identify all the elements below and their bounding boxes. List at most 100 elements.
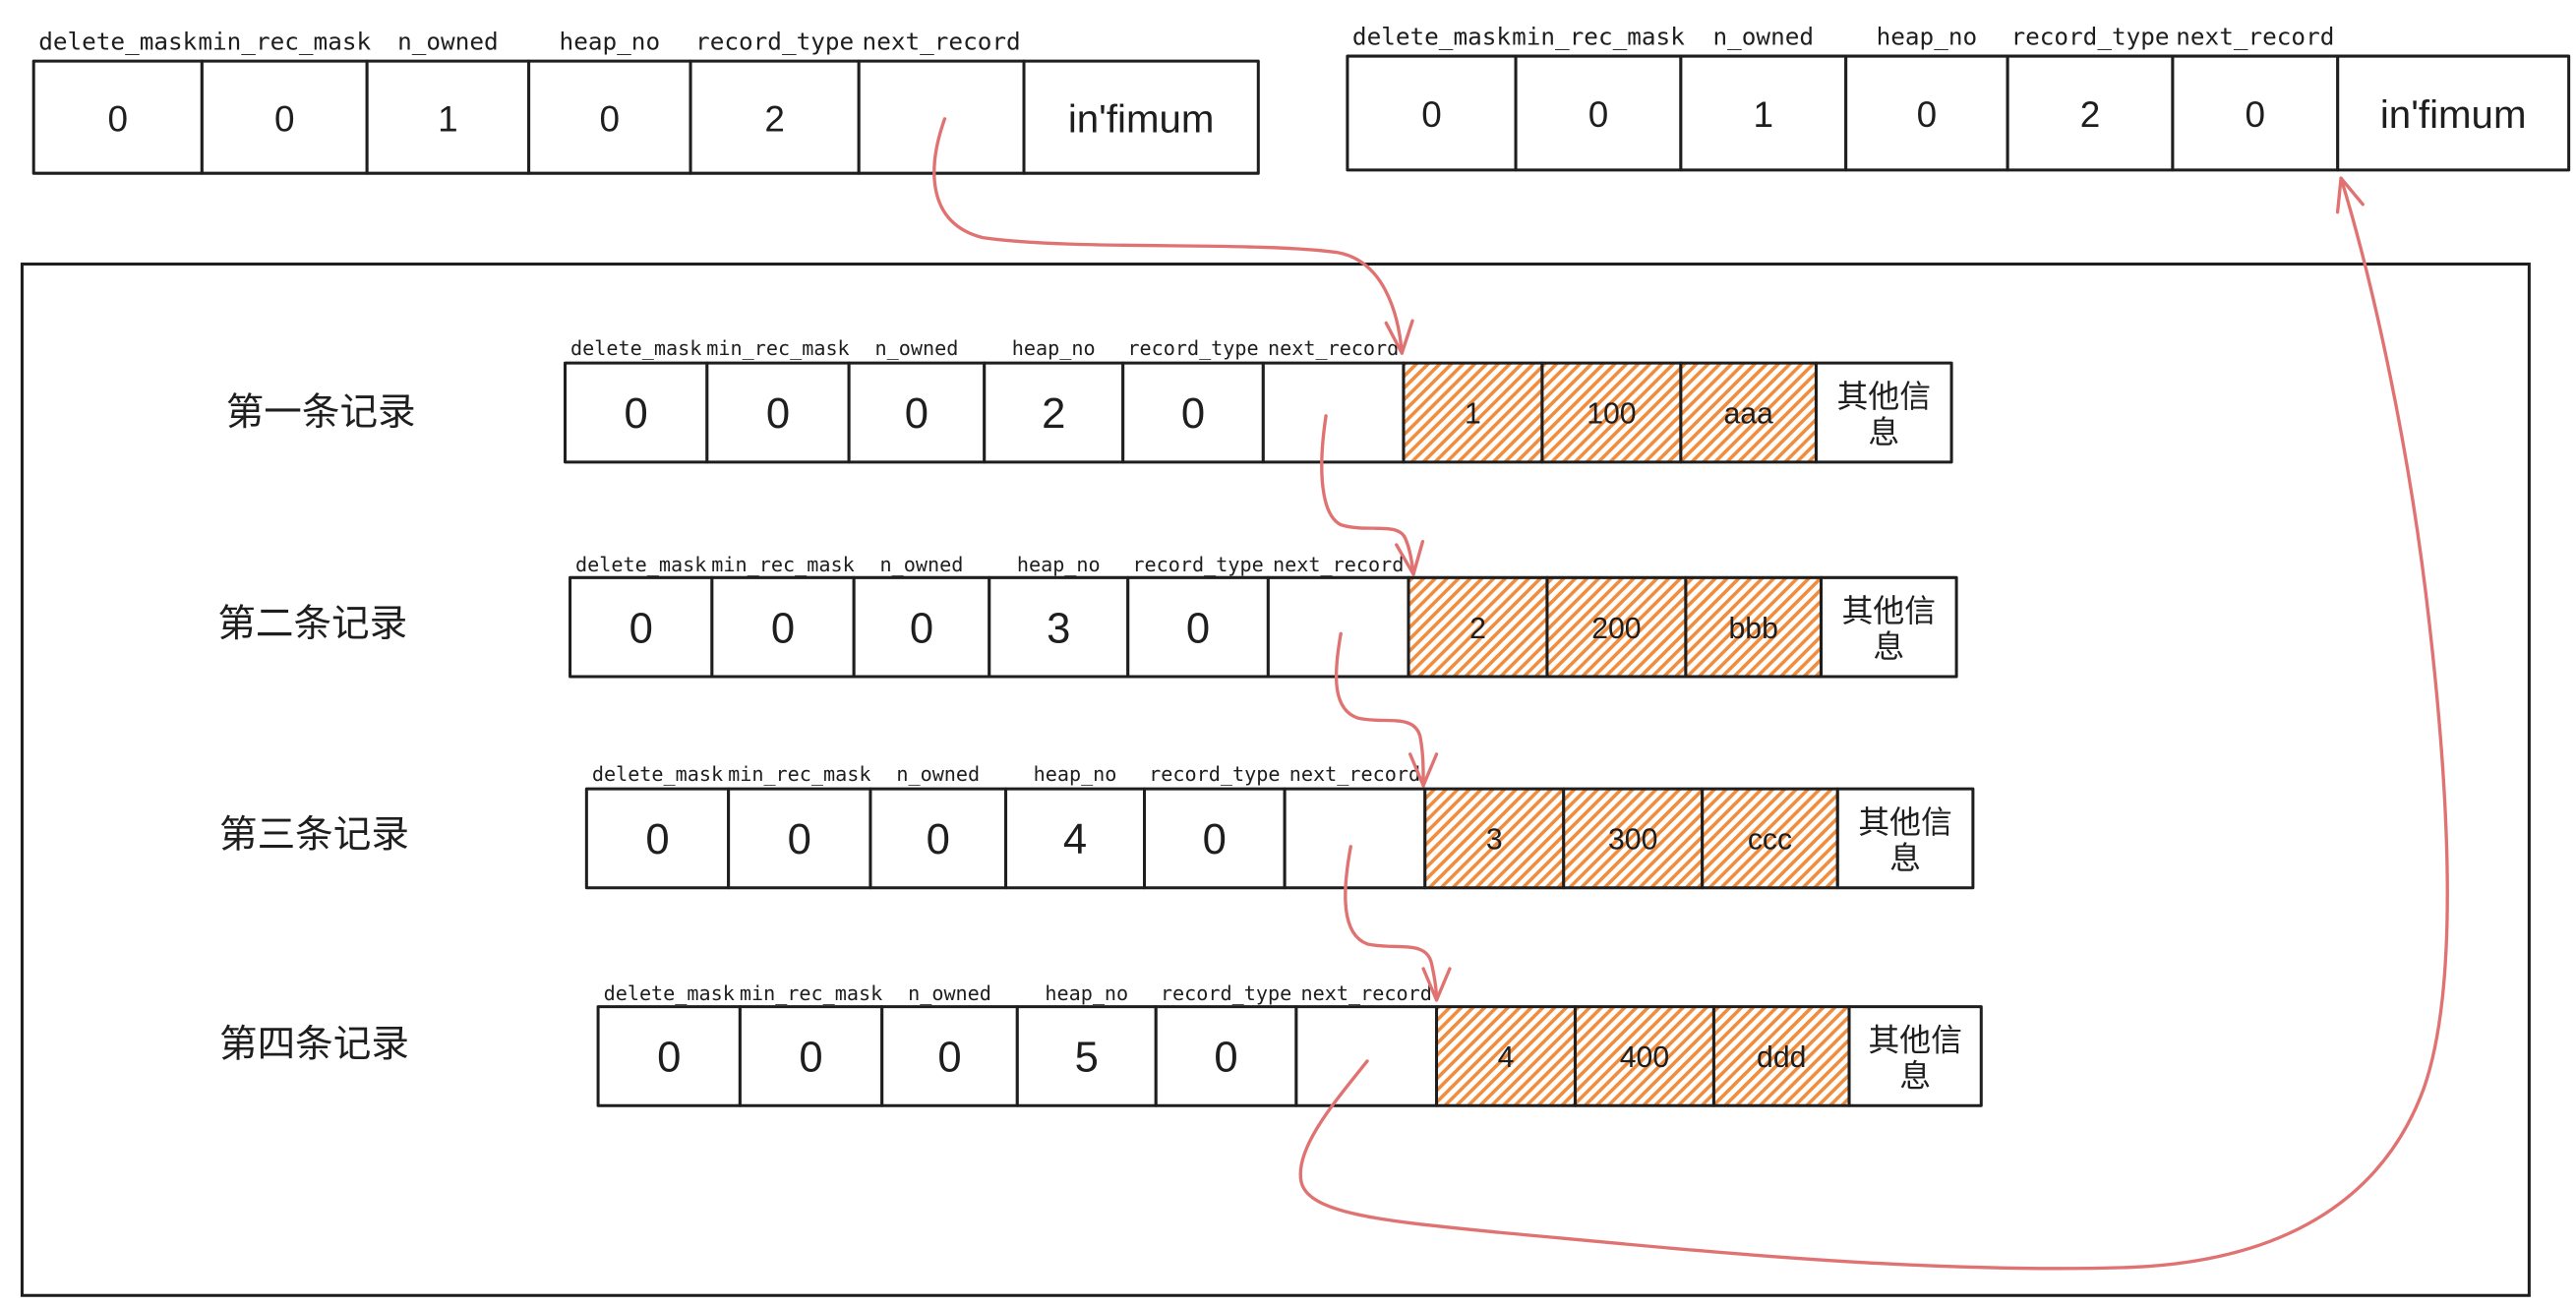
field-cell-delete-mask xyxy=(564,361,709,464)
field-value-heap-no: 2 xyxy=(1042,390,1065,438)
field-value-n-owned: 0 xyxy=(905,390,929,438)
field-label-heap-no: heap_no xyxy=(1012,336,1096,360)
payload-cell-1: 1 xyxy=(1402,361,1544,464)
payload-cell-1-text: 4 xyxy=(1498,1041,1515,1074)
field-label-heap-no: heap_no xyxy=(1877,22,1978,50)
field-cell-record-type xyxy=(2006,54,2175,172)
payload-cell-3-box xyxy=(1701,787,1839,890)
field-cell-next-record xyxy=(1294,1005,1439,1107)
payload-cell-3: ccc xyxy=(1701,787,1839,890)
other-info-cell-box xyxy=(1814,361,1953,464)
payload-cell-2-box xyxy=(1562,787,1705,890)
field-cell-next-record xyxy=(1283,787,1427,890)
field-value-min-rec-mask: 0 xyxy=(771,605,795,652)
field-label-heap-no: heap_no xyxy=(560,27,661,55)
field-label-n-owned: n_owned xyxy=(875,336,959,360)
field-label-n-owned: n_owned xyxy=(880,553,964,576)
field-cell-min-rec-mask xyxy=(1514,54,1683,172)
other-info-cell-text: 其他信息 xyxy=(1841,592,1936,666)
field-next-record: next_record xyxy=(1261,336,1406,464)
field-value-delete-mask: 0 xyxy=(645,816,669,863)
field-heap-no: heap_no0 xyxy=(527,27,692,175)
field-value-heap-no: 5 xyxy=(1075,1035,1099,1082)
field-value-next-record: 0 xyxy=(2246,94,2266,135)
field-value-record-type: 0 xyxy=(1214,1035,1237,1082)
field-label-record-type: record_type xyxy=(695,27,854,55)
field-cell-record-type xyxy=(689,59,861,175)
payload-cell-3-box xyxy=(1679,361,1818,464)
field-next-record: next_record xyxy=(1294,981,1439,1107)
field-value-n-owned: 0 xyxy=(927,816,950,863)
field-value-heap-no: 4 xyxy=(1063,816,1087,863)
field-cell-n-owned xyxy=(852,575,991,679)
field-label-min-rec-mask: min_rec_mask xyxy=(1512,22,1685,50)
payload-cell-2: 200 xyxy=(1545,575,1688,679)
field-value-record-type: 0 xyxy=(1203,816,1227,863)
next-record-arrow-record-4-to-infimum xyxy=(1298,176,2449,1271)
field-value-heap-no: 0 xyxy=(1917,94,1938,135)
next-record-arrow-infimum-to-record-1 xyxy=(932,117,1414,355)
payload-cell-2-text: 200 xyxy=(1591,613,1641,645)
field-label-delete-mask: delete_mask xyxy=(592,762,723,786)
payload-cell-2-text: 300 xyxy=(1608,824,1657,857)
payload-cell-3-box xyxy=(1684,575,1824,679)
field-delete-mask: delete_mask 0 xyxy=(584,762,731,890)
field-cell-min-rec-mask xyxy=(705,361,851,464)
field-n-owned: n_owned 0 xyxy=(880,981,1019,1107)
payload-cell-1-box xyxy=(1407,575,1549,679)
field-label-heap-no: heap_no xyxy=(1045,981,1128,1005)
user-record-4: 第四条记录delete_mask0min_rec_mask0n_owned0he… xyxy=(219,981,1983,1107)
other-info-cell: 其他信息 xyxy=(1814,361,1953,464)
other-info-cell-text: 其他信息 xyxy=(1868,1021,1962,1095)
payload-cell-2: 400 xyxy=(1573,1005,1715,1107)
infimum-record-right: delete_mask0min_rec_mask0n_owned1heap_no… xyxy=(1346,22,2571,172)
field-cell-heap-no xyxy=(527,59,692,175)
field-label-next-record: next_record xyxy=(863,27,1021,55)
other-info-cell-box xyxy=(1819,575,1958,679)
field-label-min-rec-mask: min_rec_mask xyxy=(706,336,849,360)
field-label-next-record: next_record xyxy=(1301,981,1432,1005)
field-label-min-rec-mask: min_rec_mask xyxy=(711,553,854,576)
user-record-3: 第三条记录delete_mask0min_rec_mask0n_owned0he… xyxy=(219,762,1975,890)
field-label-heap-no: heap_no xyxy=(1034,762,1117,786)
other-info-cell: 其他信息 xyxy=(1819,575,1958,679)
field-value-delete-mask: 0 xyxy=(625,390,648,438)
field-cell-heap-no xyxy=(983,361,1125,464)
payload-cell-1-text: 2 xyxy=(1469,613,1486,645)
field-value-record-type: 2 xyxy=(2080,94,2101,135)
field-value-delete-mask: 0 xyxy=(108,98,129,139)
field-label-record-type: record_type xyxy=(2010,22,2169,50)
field-cell-n-owned xyxy=(1679,54,1848,172)
field-cell-n-owned xyxy=(847,361,987,464)
field-value-n-owned: 0 xyxy=(937,1035,961,1082)
record-title: 第三条记录 xyxy=(219,813,409,858)
user-record-1: 第一条记录delete_mask0min_rec_mask0n_owned0he… xyxy=(226,336,1953,464)
field-delete-mask: delete_mask 0 xyxy=(564,336,709,464)
field-cell-record-type xyxy=(1154,1005,1298,1107)
field-label-delete-mask: delete_mask xyxy=(570,336,701,360)
payload-cell-1: 3 xyxy=(1423,787,1566,890)
next-record-arrow-record-3-to-record-4 xyxy=(1344,845,1452,1002)
field-value-record-type: 0 xyxy=(1186,605,1210,652)
field-value-n-owned: 0 xyxy=(910,605,933,652)
field-value-n-owned: 1 xyxy=(438,98,458,139)
field-label-min-rec-mask: min_rec_mask xyxy=(198,27,371,55)
field-heap-no: heap_no3 xyxy=(988,553,1130,679)
field-value-min-rec-mask: 0 xyxy=(788,816,811,863)
field-label-n-owned: n_owned xyxy=(896,762,980,786)
record-title: 第二条记录 xyxy=(217,602,407,646)
next-record-pointers xyxy=(932,117,2449,1271)
field-next-record: next_record xyxy=(857,27,1026,175)
field-label-n-owned: n_owned xyxy=(908,981,991,1005)
payload-cell-3-text: ccc xyxy=(1748,824,1792,857)
payload-cell-2-box xyxy=(1545,575,1688,679)
